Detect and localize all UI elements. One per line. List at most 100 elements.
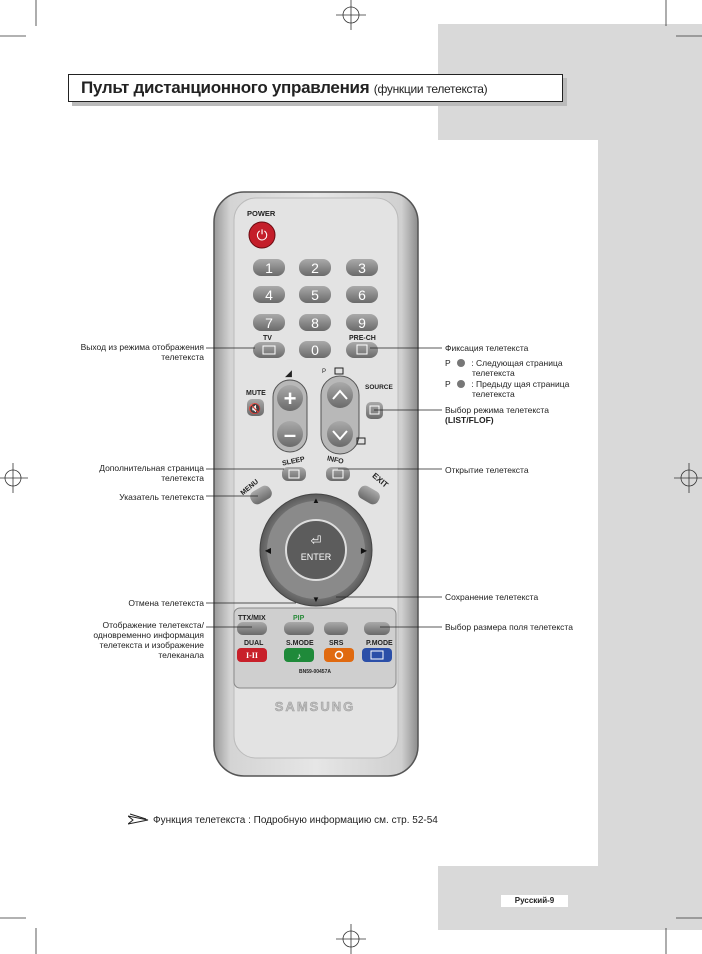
label-next-p: P [445,358,451,368]
mute-button[interactable] [247,399,264,416]
smode-label: S.MODE [286,640,314,647]
label-open: Открытие телетекста [445,465,529,475]
volume-up-button[interactable] [277,385,303,411]
digit-4: 4 [265,287,273,303]
brand-logo: SAMSUNG [275,699,355,714]
enter-button[interactable] [285,519,347,581]
teletext-subpage-icon [288,469,300,479]
arrow-left-icon: ◀ [265,546,272,555]
digit-button-4[interactable] [253,286,285,303]
digit-button-2[interactable] [299,259,331,276]
label-cancel: Отмена телетекста [128,598,204,608]
label-store: Сохранение телетекста [445,592,539,602]
remote-control: POWER ⏻ 1 2 3 4 5 6 7 8 9 0 TV PRE-CH ◢ … [213,191,419,777]
sleep-button[interactable] [282,467,306,481]
tv-label: TV [263,335,272,342]
teletext-reveal-icon [332,469,344,479]
channel-down-button[interactable] [327,421,353,447]
exit-button[interactable] [356,483,382,506]
power-icon: ⏻ [256,227,267,243]
teletext-page-down-icon [356,437,366,445]
prech-label: PRE-CH [349,335,376,342]
digit-3: 3 [358,260,366,276]
channel-up-button[interactable] [327,382,353,408]
teletext-store-button[interactable] [324,622,348,635]
page-title: Пульт дистанционного управления (функции… [81,78,488,98]
grey-band-bottom [438,866,702,930]
label-mix-line4: телеканала [158,650,204,660]
srs-icon [334,650,344,660]
power-label: POWER [247,209,276,218]
dual-label: DUAL [244,640,264,647]
teletext-size-button[interactable] [364,622,390,635]
digit-1: 1 [265,260,273,276]
prech-button[interactable] [346,342,378,358]
page-number: Русский-9 [501,895,568,907]
enter-icon: ⏎ [311,533,322,548]
arrow-up-icon: ▲ [312,496,320,505]
dual-button[interactable] [237,648,267,662]
label-extra-page-line1: Дополнительная страница [99,463,204,473]
down-circle-icon [456,380,465,388]
grey-band-side [598,140,702,866]
digit-5: 5 [311,287,319,303]
digit-2: 2 [311,260,319,276]
smode-button[interactable] [284,648,314,662]
title-subtitle: (функции телетекста) [373,82,488,96]
mute-label: MUTE [246,390,266,397]
label-prev-page: P : Предыду щая страница телетекста [445,379,569,399]
power-button[interactable] [248,221,276,249]
label-exit-teletext: Выход из режима отображения телетекста [81,342,204,362]
label-mode: Выбор режима телетекста (LIST/FLOF) [445,405,549,425]
digit-button-8[interactable] [299,314,331,331]
tv-icon [262,345,276,355]
digit-button-5[interactable] [299,286,331,303]
srs-label: SRS [329,640,344,647]
title-main-text: Пульт дистанционного управления [81,78,370,97]
function-panel [233,607,397,689]
label-mode-line1: Выбор режима телетекста [445,405,549,415]
reference-note: Функция телетекста : Подробную информаци… [153,815,438,826]
info-label: INFO [326,455,344,465]
sleep-label: SLEEP [282,456,306,468]
label-mix-line2: одновременно информация [93,630,204,640]
label-exit-teletext-line1: Выход из режима отображения [80,342,204,352]
label-exit-teletext-line2: телетекста [161,352,204,362]
label-next-line1: : Следующая страница [471,358,563,368]
label-mix: Отображение телетекста/ одновременно инф… [93,620,204,660]
ttx-label: TTX/MIX [238,615,266,622]
menu-button[interactable] [248,483,274,506]
label-index: Указатель телетекста [119,492,204,502]
digit-6: 6 [358,287,366,303]
label-next-line2: телетекста [472,368,515,378]
digit-0: 0 [311,342,319,358]
teletext-hold-icon [356,344,368,355]
label-size: Выбор размера поля телетекста [445,622,573,632]
pmode-button[interactable] [362,648,392,662]
srs-button[interactable] [324,648,354,662]
label-prev-line2: телетекста [472,389,515,399]
digit-button-9[interactable] [346,314,378,331]
arrow-right-icon: ▶ [361,546,368,555]
ttx-mix-button[interactable] [237,622,267,635]
digit-button-3[interactable] [346,259,378,276]
volume-down-button[interactable] [277,421,303,447]
enter-label: ENTER [301,552,332,562]
digit-button-0[interactable] [299,341,331,358]
digit-button-6[interactable] [346,286,378,303]
label-mix-line3: телетекста и изображение [99,640,204,650]
label-mode-line2: (LIST/FLOF) [445,415,494,425]
dual-icon: I-II [246,651,258,660]
plus-icon: + [284,386,297,411]
pip-button[interactable] [284,622,314,635]
tv-button[interactable] [253,342,285,358]
picture-mode-icon [370,650,384,660]
teletext-page-up-icon [334,367,344,375]
minus-icon: – [284,422,296,447]
digit-button-1[interactable] [253,259,285,276]
digit-button-7[interactable] [253,314,285,331]
info-button[interactable] [326,467,350,481]
model-number: BN59-00457A [299,669,331,675]
arrow-down-icon: ▼ [312,595,320,604]
